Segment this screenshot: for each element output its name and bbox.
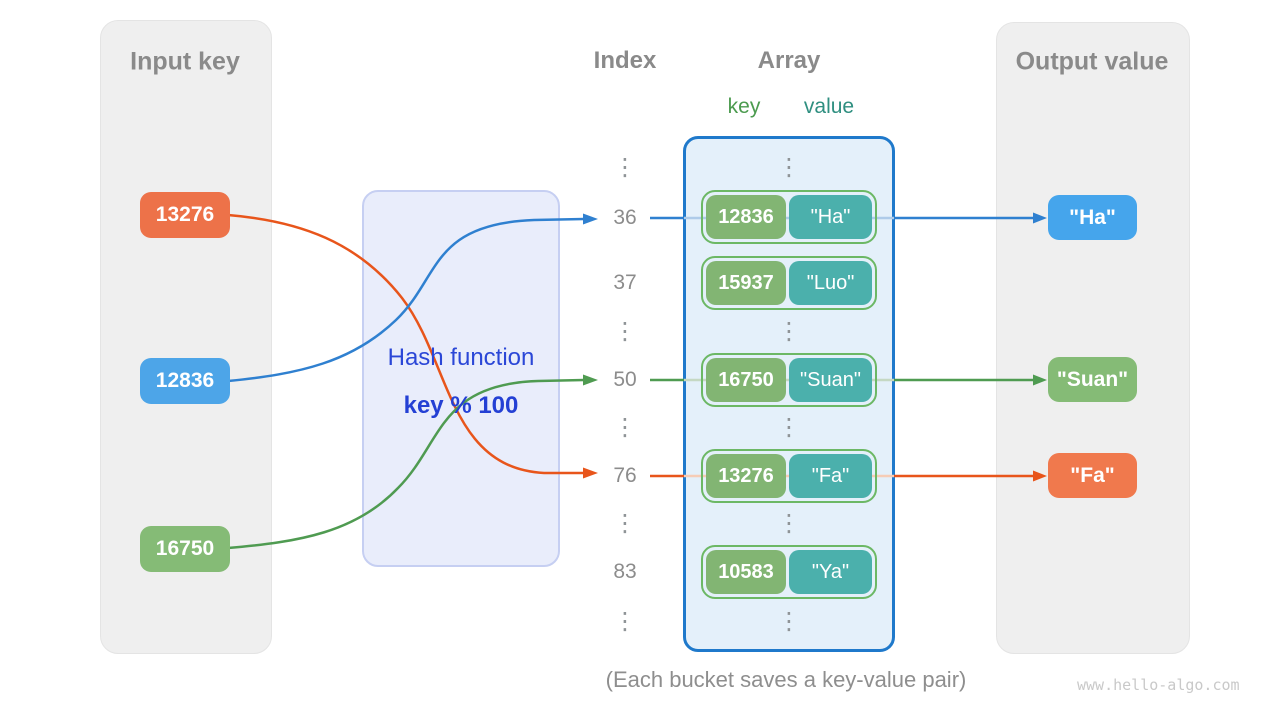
input-key-16750: 16750: [140, 526, 230, 572]
bucket-key: 13276: [706, 454, 787, 498]
bucket-row-83: 10583 "Ya": [701, 545, 877, 599]
diagram-caption: (Each bucket saves a key-value pair): [605, 667, 967, 692]
index-37: 37: [613, 271, 637, 294]
bucket-row-50: 16750 "Suan": [701, 353, 877, 407]
hash-function-box: [362, 190, 560, 567]
array-ellipsis: ⋮: [777, 413, 801, 441]
index-ellipsis: ⋮: [613, 317, 637, 345]
index-50: 50: [613, 368, 637, 391]
index-ellipsis: ⋮: [613, 153, 637, 181]
hash-function-formula: key % 100: [403, 392, 519, 419]
array-ellipsis: ⋮: [777, 317, 801, 345]
bucket-key: 12836: [706, 195, 787, 239]
output-value-ha: "Ha": [1048, 195, 1137, 240]
bucket-key: 10583: [706, 550, 787, 594]
arrowhead-orange-index: [583, 467, 598, 479]
input-key-12836: 12836: [140, 358, 230, 404]
bucket-value: "Ha": [789, 195, 872, 239]
array-ellipsis: ⋮: [777, 607, 801, 635]
index-ellipsis: ⋮: [613, 413, 637, 441]
site-watermark: www.hello-algo.com: [1077, 676, 1240, 694]
bucket-row-36: 12836 "Ha": [701, 190, 877, 244]
index-83: 83: [613, 560, 637, 583]
bucket-value: "Ya": [789, 550, 872, 594]
bucket-key: 16750: [706, 358, 787, 402]
index-76: 76: [613, 464, 637, 487]
output-value-fa: "Fa": [1048, 453, 1137, 498]
array-column-title: Array: [757, 47, 821, 74]
index-36: 36: [613, 206, 637, 229]
index-ellipsis: ⋮: [613, 509, 637, 537]
array-value-header: value: [803, 95, 855, 118]
hash-function-label: Hash function: [387, 344, 535, 371]
index-column-title: Index: [593, 47, 657, 74]
bucket-key: 15937: [706, 261, 787, 305]
bucket-value: "Fa": [789, 454, 872, 498]
array-ellipsis: ⋮: [777, 153, 801, 181]
arrowhead-blue-index: [583, 213, 598, 225]
array-ellipsis: ⋮: [777, 509, 801, 537]
bucket-value: "Suan": [789, 358, 872, 402]
input-key-13276: 13276: [140, 192, 230, 238]
input-panel-title: Input key: [130, 47, 240, 76]
array-key-header: key: [727, 95, 761, 118]
arrowhead-green-index: [583, 374, 598, 386]
bucket-value: "Luo": [789, 261, 872, 305]
output-value-panel: [996, 22, 1190, 654]
bucket-row-37: 15937 "Luo": [701, 256, 877, 310]
output-panel-title: Output value: [1015, 47, 1169, 76]
index-ellipsis: ⋮: [613, 607, 637, 635]
output-value-suan: "Suan": [1048, 357, 1137, 402]
bucket-row-76: 13276 "Fa": [701, 449, 877, 503]
